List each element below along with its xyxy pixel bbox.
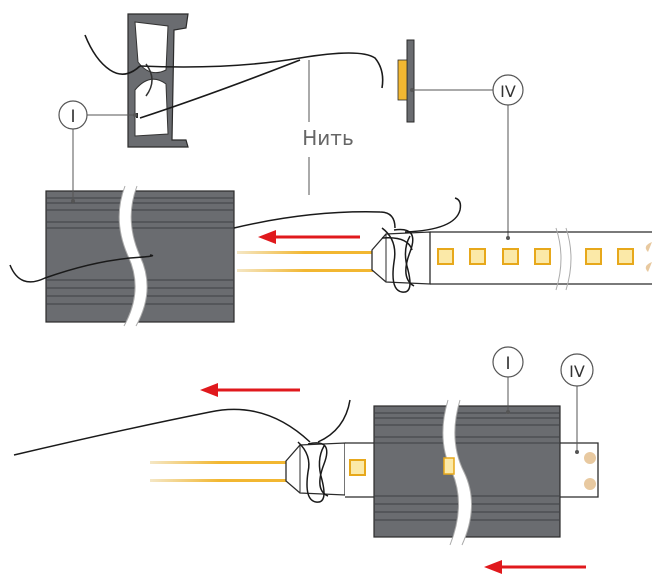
profile-callout-bottom: I: [492, 346, 524, 414]
strip-callout-top: IV: [410, 74, 524, 240]
profile-section-icon: [127, 13, 189, 148]
thread: [84, 34, 384, 119]
red-left-arrow: [484, 560, 586, 574]
thread-knot-top: [9, 197, 462, 293]
profile-label-bottom: I: [505, 354, 510, 374]
profile-extrusion-top: [45, 185, 235, 327]
profile-extrusion-bottom: [373, 399, 561, 546]
profile-label: I: [70, 107, 75, 127]
profile-callout-top: I: [58, 100, 137, 130]
profile-callout-line: [71, 129, 75, 203]
led-strip-side-icon: [397, 39, 415, 123]
strip-wires-top: [237, 251, 373, 272]
strip-label-bottom: IV: [569, 362, 585, 381]
strip-label: IV: [500, 82, 516, 101]
thread-label: Нить: [302, 126, 353, 150]
led-strip-top: [371, 227, 652, 291]
strip-wires-bottom: [150, 461, 288, 482]
red-left-arrow: [258, 230, 360, 244]
thread-knot-bottom: [13, 399, 351, 503]
thread-callout: Нить: [302, 60, 354, 195]
strip-callout-bottom: IV: [560, 353, 594, 454]
red-left-arrow: [200, 383, 300, 397]
